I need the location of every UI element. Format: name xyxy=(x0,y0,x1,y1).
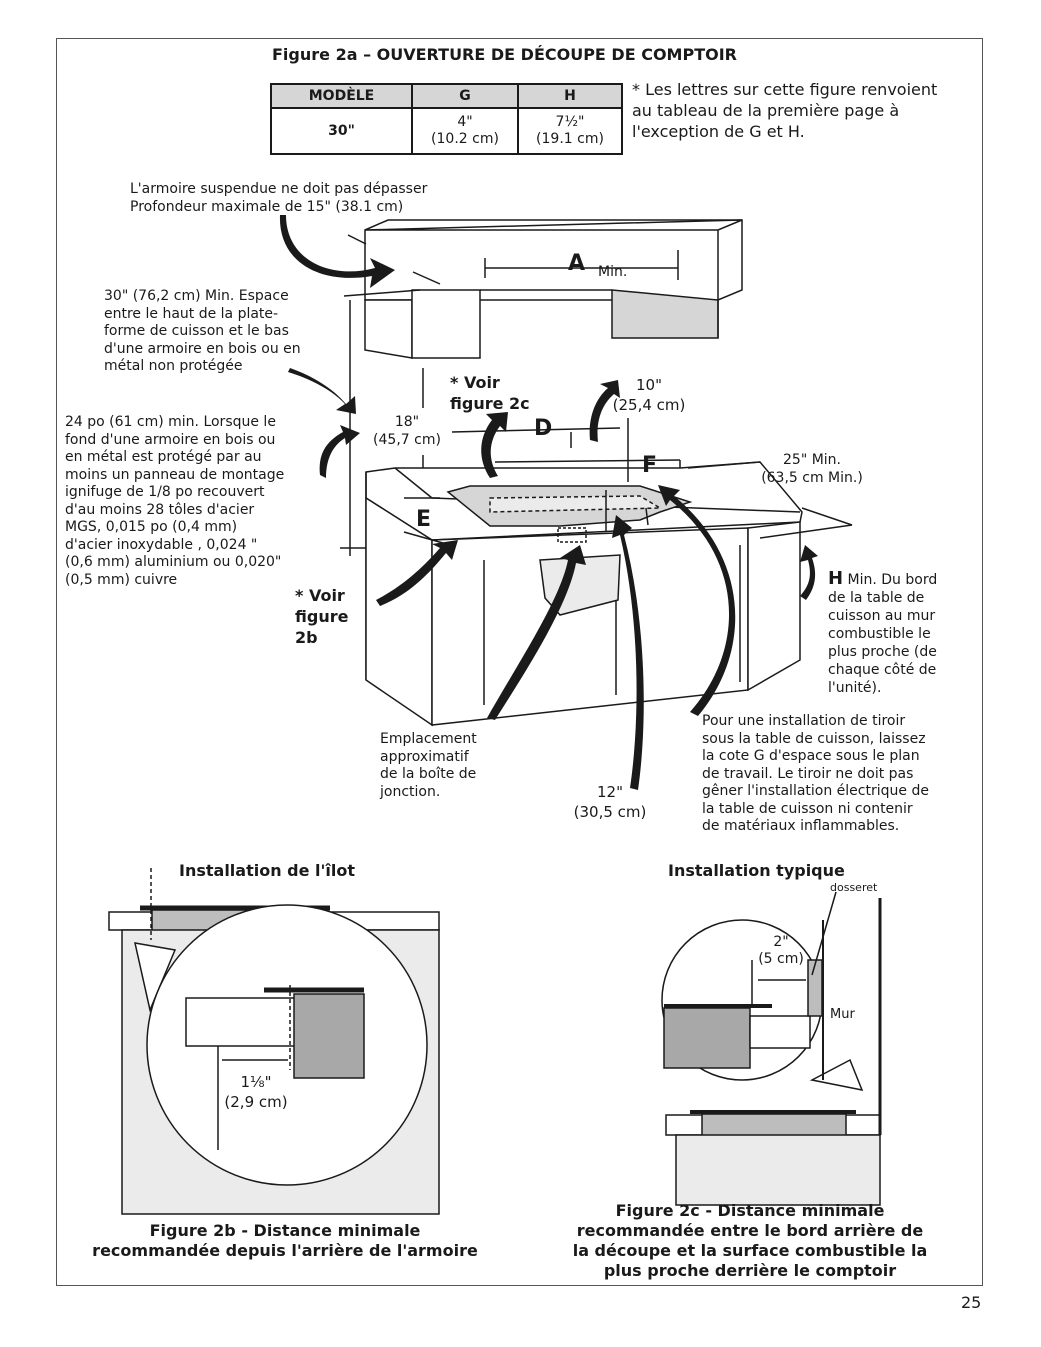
dim-18-label: 18" (45,7 cm) xyxy=(373,414,441,448)
dim-25-label: 25" Min. (63,5 cm Min.) xyxy=(761,452,863,486)
figure-2a-title: Figure 2a – OUVERTURE DE DÉCOUPE DE COMP… xyxy=(272,45,737,64)
island-title: Installation de l'îlot xyxy=(179,861,356,880)
figure-2b-caption: Figure 2b - Distance minimale recommandé… xyxy=(92,1221,478,1260)
hanging-cabinet-label: L'armoire suspendue ne doit pas dépasser… xyxy=(130,181,428,215)
table-header-h: H xyxy=(517,83,623,109)
table-cell-model: 30" xyxy=(270,107,413,155)
letter-f: F xyxy=(642,453,658,478)
dim-12-label: 12" (30,5 cm) xyxy=(573,783,647,821)
figure-2c-caption: Figure 2c - Distance minimale recommandé… xyxy=(572,1201,928,1280)
letter-e: E xyxy=(416,507,432,532)
table-note: * Les lettres sur cette figure renvoient… xyxy=(632,80,938,141)
h-in: 7½" xyxy=(555,114,585,130)
letter-a: A xyxy=(568,251,586,276)
dim-10-label: 10" (25,4 cm) xyxy=(612,376,686,414)
clearance-30-label: 30" (76,2 cm) Min. Espace entre le haut … xyxy=(104,288,301,374)
voir-2b-label: * Voir figure 2b xyxy=(295,586,349,647)
letter-a-min: Min. xyxy=(598,264,628,280)
g-in: 4" xyxy=(457,114,473,130)
voir-2c-label: * Voir figure 2c xyxy=(450,373,530,413)
wall-label: Mur xyxy=(830,1007,855,1022)
island-dim: 1⅛" (2,9 cm) xyxy=(224,1073,288,1111)
page-frame xyxy=(56,38,983,1286)
clearance-24-label: 24 po (61 cm) min. Lorsque le fond d'une… xyxy=(65,414,285,588)
typical-dim: 2" (5 cm) xyxy=(758,934,804,967)
table-header-model: MODÈLE xyxy=(270,83,413,109)
table-cell-g: 4"(10.2 cm) xyxy=(411,107,519,155)
backsplash-label: dosseret xyxy=(830,881,878,894)
letter-d: D xyxy=(534,416,553,441)
drawer-note: Pour une installation de tiroir sous la … xyxy=(702,713,929,834)
h-cm: (19.1 cm) xyxy=(536,131,604,147)
g-cm: (10.2 cm) xyxy=(431,131,499,147)
h-note: H Min. Du bord de la table de cuisson au… xyxy=(828,568,938,697)
junction-box-label: Emplacement approximatif de la boîte de … xyxy=(380,731,477,800)
typical-title: Installation typique xyxy=(668,861,845,880)
spec-table: MODÈLE G H 30" 4"(10.2 cm) 7½"(19.1 cm) xyxy=(270,83,623,155)
table-cell-h: 7½"(19.1 cm) xyxy=(517,107,623,155)
letter-h: H xyxy=(828,568,844,589)
table-header-g: G xyxy=(411,83,519,109)
page-number: 25 xyxy=(961,1293,982,1312)
